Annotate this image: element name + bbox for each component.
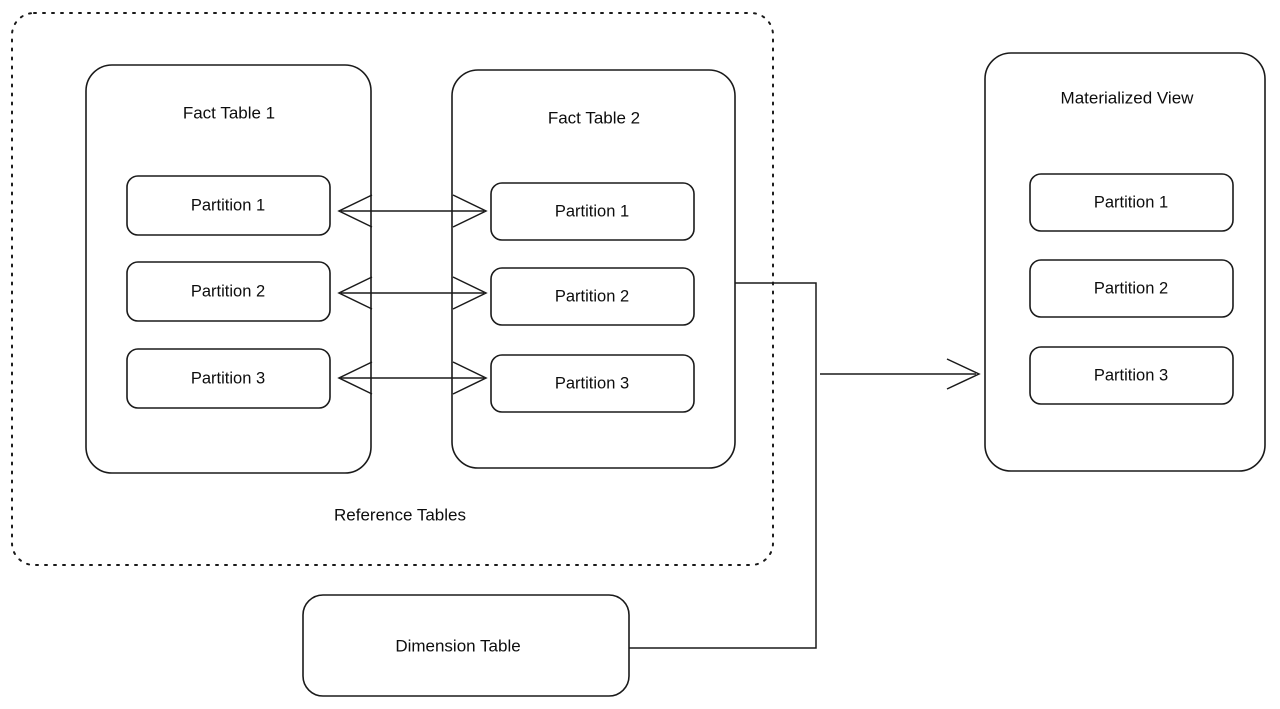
fact-table-1-partition-1[interactable]: Partition 1 — [126, 175, 331, 236]
materialized-view[interactable]: Materialized View Partition 1 Partition … — [984, 52, 1266, 472]
materialized-view-title: Materialized View — [1061, 88, 1195, 107]
materialized-view-border — [984, 52, 1266, 472]
link-shaft — [629, 374, 817, 649]
dimension-table-box — [302, 594, 630, 697]
partition-box — [490, 354, 695, 413]
dimension-to-view-link[interactable] — [629, 374, 817, 649]
link-shaft — [735, 282, 817, 374]
partition-box — [126, 261, 331, 322]
arrow-head-right — [452, 361, 488, 395]
reference-tables-caption: Reference Tables — [334, 505, 466, 524]
fact-table-2-border — [451, 69, 736, 469]
arrow-head-left — [337, 361, 373, 395]
partition-label: Partition 2 — [555, 287, 629, 305]
partition-box — [126, 348, 331, 409]
fact-table-2-title: Fact Table 2 — [548, 108, 640, 127]
fact-table-1[interactable]: Fact Table 1 Partition 1 Partition 2 Par… — [85, 64, 372, 474]
fact-table-1-border — [85, 64, 372, 474]
arrow-head-right — [452, 276, 488, 310]
arrow-head-left — [337, 194, 373, 228]
partition-label: Partition 1 — [1094, 193, 1168, 211]
arrow-head-right — [452, 194, 488, 228]
partition-label: Partition 1 — [191, 196, 265, 214]
partition-2-link[interactable] — [337, 276, 488, 310]
reference-tables-group[interactable]: Reference Tables — [11, 12, 774, 566]
partition-label: Partition 1 — [555, 202, 629, 220]
arrow-head-right — [946, 358, 981, 390]
fact-to-view-link[interactable] — [735, 282, 981, 390]
materialized-view-partition-2[interactable]: Partition 2 — [1029, 259, 1234, 318]
fact-table-1-title: Fact Table 1 — [183, 103, 275, 122]
dimension-table[interactable]: Dimension Table — [302, 594, 630, 697]
fact-table-2-partition-2[interactable]: Partition 2 — [490, 267, 695, 326]
partition-label: Partition 3 — [555, 374, 629, 392]
partition-box — [1029, 259, 1234, 318]
dimension-table-label: Dimension Table — [395, 636, 520, 655]
partition-box — [490, 267, 695, 326]
materialized-view-partition-3[interactable]: Partition 3 — [1029, 346, 1234, 405]
partition-box — [1029, 346, 1234, 405]
partition-box — [126, 175, 331, 236]
fact-table-2-partition-1[interactable]: Partition 1 — [490, 182, 695, 241]
fact-table-2-partition-3[interactable]: Partition 3 — [490, 354, 695, 413]
partition-label: Partition 3 — [1094, 366, 1168, 384]
partition-3-link[interactable] — [337, 361, 488, 395]
fact-table-1-partition-2[interactable]: Partition 2 — [126, 261, 331, 322]
partition-label: Partition 2 — [1094, 279, 1168, 297]
materialized-view-partition-1[interactable]: Partition 1 — [1029, 173, 1234, 232]
partition-box — [1029, 173, 1234, 232]
partition-box — [490, 182, 695, 241]
partition-label: Partition 3 — [191, 369, 265, 387]
fact-table-2[interactable]: Fact Table 2 Partition 1 Partition 2 Par… — [451, 69, 736, 469]
arrow-head-left — [337, 276, 373, 310]
partition-label: Partition 2 — [191, 282, 265, 300]
partition-1-link[interactable] — [337, 194, 488, 228]
fact-table-1-partition-3[interactable]: Partition 3 — [126, 348, 331, 409]
